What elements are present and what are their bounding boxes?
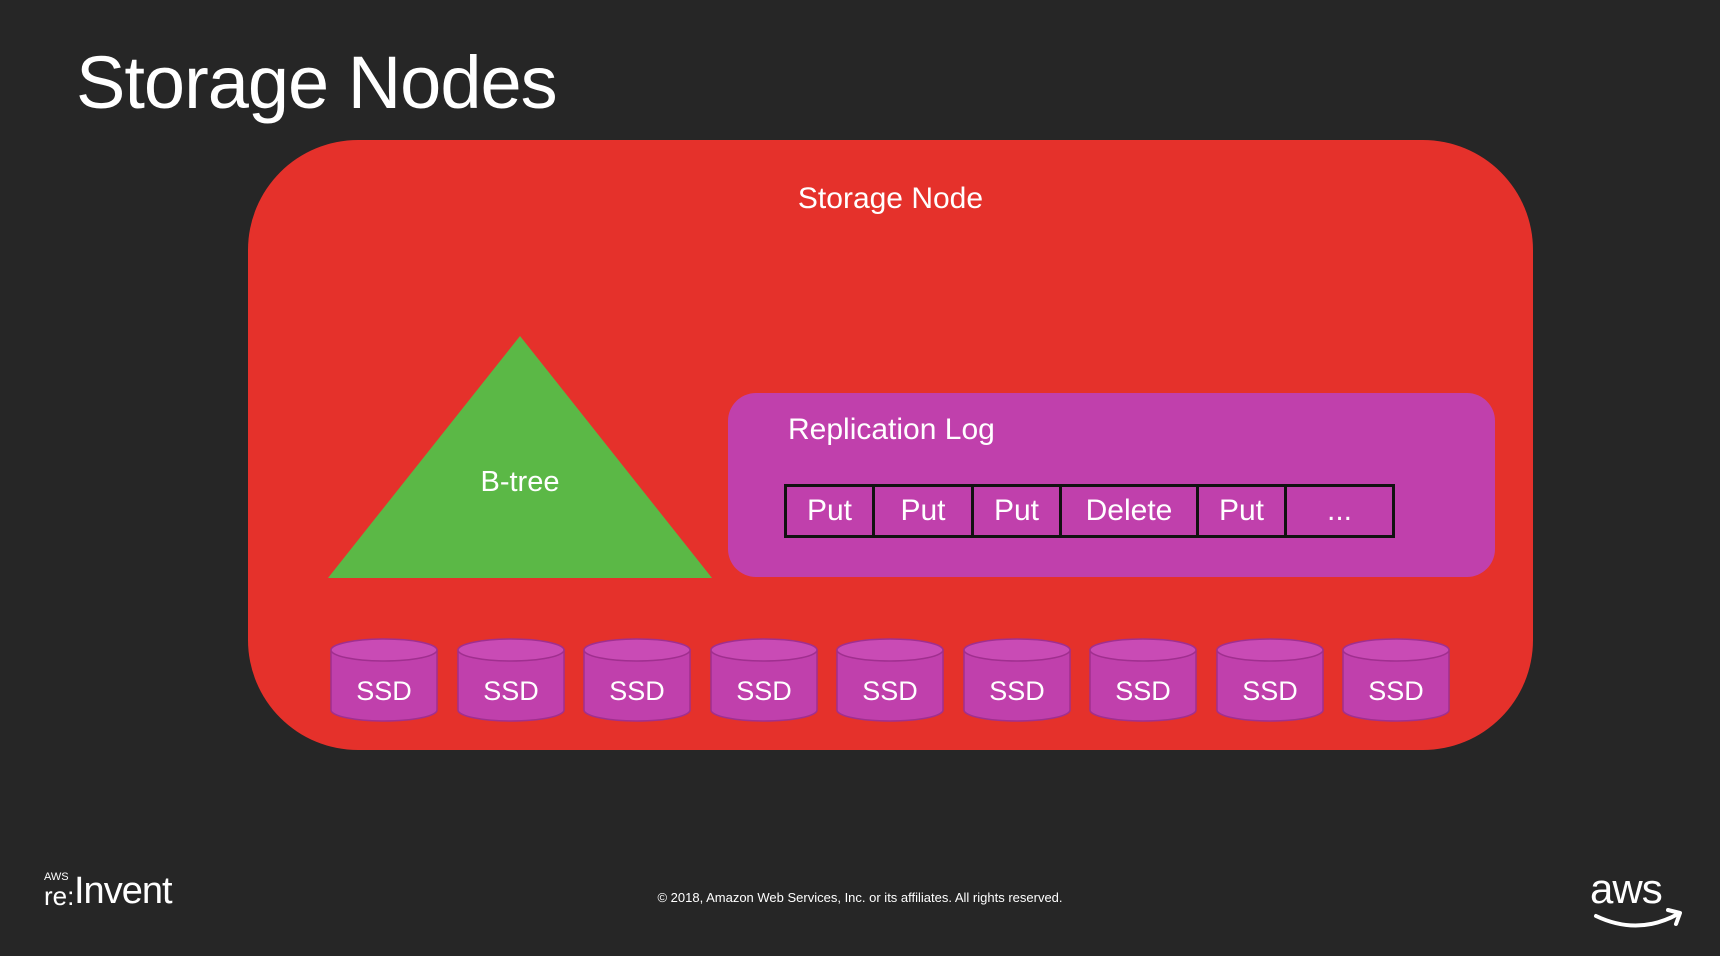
ssd-cylinder: SSD xyxy=(836,638,944,723)
slide-title: Storage Nodes xyxy=(76,41,558,124)
reinvent-logo-invent: Invent xyxy=(74,870,173,912)
replication-log-label: Replication Log xyxy=(788,413,995,446)
aws-logo: aws xyxy=(1590,868,1690,938)
ssd-label: SSD xyxy=(736,676,792,706)
ssd-icon xyxy=(1216,638,1324,722)
ssd-label: SSD xyxy=(356,676,412,706)
ssd-cylinder: SSD xyxy=(457,638,565,723)
reinvent-logo-re: re: xyxy=(44,881,75,911)
ssd-icon xyxy=(836,638,944,722)
log-entry: ... xyxy=(1326,494,1352,527)
ssd-icon xyxy=(583,638,691,722)
ssd-label: SSD xyxy=(483,676,539,706)
ssd-icon xyxy=(963,638,1071,722)
aws-smile-icon xyxy=(1594,908,1682,928)
ssd-icon xyxy=(457,638,565,722)
reinvent-logo-aws: AWS xyxy=(44,871,69,883)
btree-shape: B-tree xyxy=(328,336,712,578)
storage-node-box: Storage Node B-tree Replication Log Put … xyxy=(248,140,1533,750)
ssd-icon xyxy=(330,638,438,722)
log-entry: Put xyxy=(974,487,1062,535)
ssd-cylinder: SSD xyxy=(583,638,691,723)
ssd-label: SSD xyxy=(989,676,1045,706)
ssd-label: SSD xyxy=(609,676,665,706)
ssd-icon xyxy=(1342,638,1450,722)
ssd-cylinder: SSD xyxy=(330,638,438,723)
log-entry: Delete xyxy=(1062,487,1199,535)
ssd-icon xyxy=(1089,638,1197,722)
ssd-cylinder: SSD xyxy=(1342,638,1450,723)
aws-logo-text: aws xyxy=(1590,865,1663,912)
copyright-text: © 2018, Amazon Web Services, Inc. or its… xyxy=(657,890,1063,905)
replication-log-box: Replication Log Put Put Put Delete Put .… xyxy=(728,393,1495,577)
log-entry: Put xyxy=(1199,487,1287,535)
ssd-label: SSD xyxy=(1242,676,1298,706)
log-entry: Put xyxy=(787,487,875,535)
ssd-label: SSD xyxy=(862,676,918,706)
replication-log-strip: Put Put Put Delete Put ... xyxy=(784,484,1395,538)
ssd-cylinder: SSD xyxy=(1089,638,1197,723)
storage-node-label: Storage Node xyxy=(797,182,984,215)
reinvent-logo: AWS re: Invent xyxy=(44,872,184,912)
ssd-label: SSD xyxy=(1115,676,1171,706)
btree-label: B-tree xyxy=(480,466,560,498)
ssd-cylinder: SSD xyxy=(963,638,1071,723)
log-entry: Put xyxy=(875,487,974,535)
btree-triangle-icon xyxy=(328,336,712,578)
ssd-cylinder: SSD xyxy=(710,638,818,723)
ssd-cylinder: SSD xyxy=(1216,638,1324,723)
ssd-icon xyxy=(710,638,818,722)
ssd-label: SSD xyxy=(1368,676,1424,706)
ssd-row: SSD SSD SSD SSD SSD SSD SSD SSD SSD xyxy=(330,638,1450,723)
